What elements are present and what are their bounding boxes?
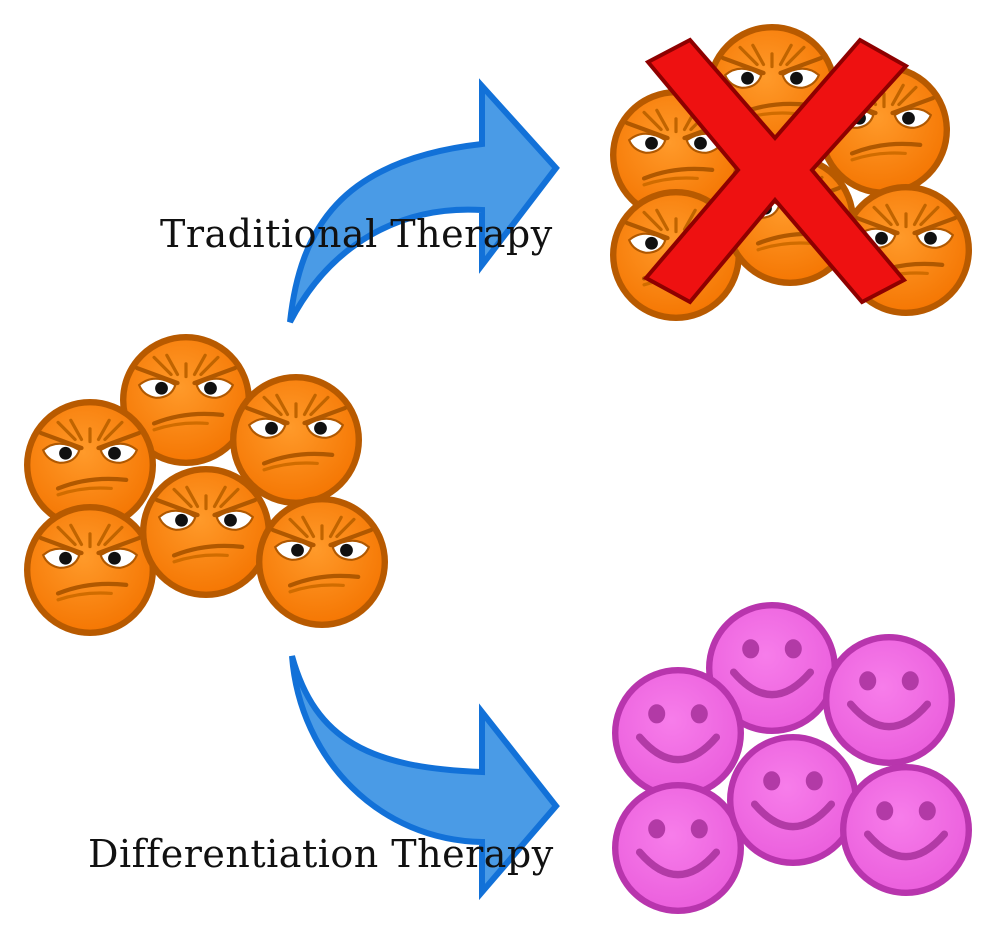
differentiation-therapy-label: Differentiation Therapy xyxy=(88,832,554,876)
curved-arrow-icon xyxy=(287,78,560,324)
smiley-face-icon xyxy=(612,782,744,914)
arrow-layer xyxy=(287,78,560,901)
traditional-therapy-label: Traditional Therapy xyxy=(160,212,553,256)
red-x-icon xyxy=(642,37,910,305)
smiley-face-icon xyxy=(840,764,972,896)
angry-face-icon xyxy=(230,374,362,506)
cross-layer xyxy=(642,37,910,305)
angry-face-icon xyxy=(24,504,156,636)
smiley-face-icon xyxy=(823,634,955,766)
angry-face-icon xyxy=(256,496,388,628)
smiley-face-icon xyxy=(612,667,744,799)
angry-face-icon xyxy=(140,466,272,598)
curved-arrow-icon xyxy=(289,655,560,901)
smiley-face-icon xyxy=(727,734,859,866)
